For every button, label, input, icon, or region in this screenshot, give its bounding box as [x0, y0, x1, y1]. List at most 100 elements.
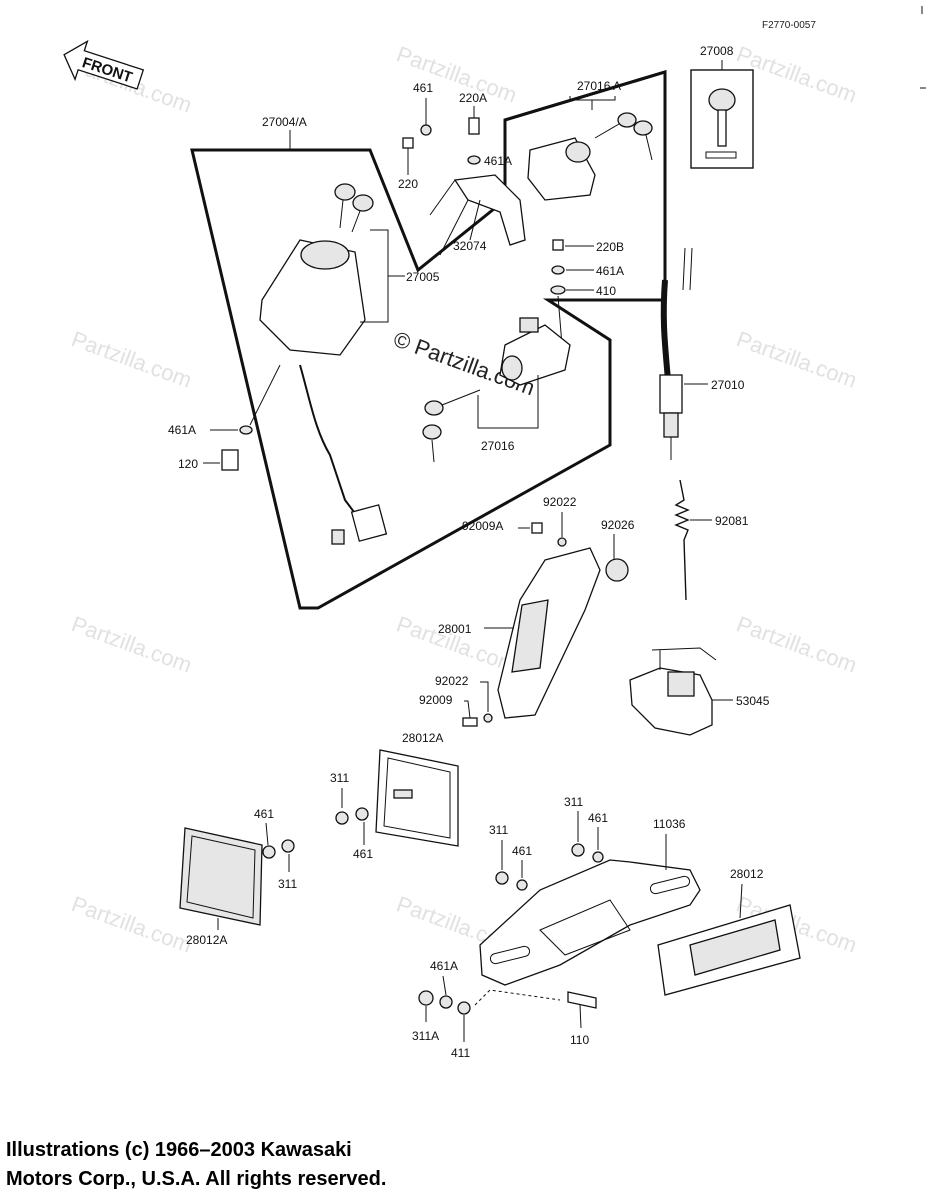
screw-120 [221, 449, 239, 471]
label-28012a-top: 28012A [402, 731, 443, 745]
label-92081: 92081 [715, 514, 749, 528]
key-tag [705, 151, 737, 159]
key-blade [717, 109, 727, 147]
reflector-bracket-28001 [497, 547, 601, 719]
switch-body [259, 239, 366, 356]
label-311-mid: 311 [330, 771, 349, 785]
nut-311-mid [335, 811, 349, 825]
bracket-window [539, 899, 631, 956]
key-icon [424, 400, 444, 416]
switch-block [667, 671, 695, 697]
label-92026: 92026 [601, 518, 635, 532]
key-blade [441, 389, 481, 406]
license-bracket-11036 [479, 859, 701, 986]
key-icon [352, 194, 374, 212]
nut-311a [418, 990, 434, 1006]
label-28001: 28001 [438, 622, 472, 636]
leader-bracket [569, 96, 616, 110]
lock-27016 [422, 317, 571, 463]
reflector-lens [511, 599, 549, 673]
washer-411 [457, 1001, 471, 1015]
bracket-slot [489, 945, 531, 965]
leader-line [557, 295, 563, 346]
switch-27010 [659, 247, 693, 460]
label-461-r2: 461 [512, 844, 532, 858]
arrow-shape [63, 39, 145, 90]
label-311a: 311A [412, 1029, 439, 1043]
label-27016: 27016 [481, 439, 515, 453]
label-461-mid: 461 [353, 847, 373, 861]
label-11036: 11036 [653, 817, 686, 831]
assembly-outline-27016a [503, 69, 667, 302]
bracket-slot [649, 875, 691, 895]
washer-461a-mid [551, 265, 565, 275]
reflector-body [179, 827, 263, 926]
watermark: Partzilla.com [393, 41, 520, 108]
lock-tab [519, 317, 539, 333]
watermark: Partzilla.com [68, 326, 195, 393]
reflector-stud [393, 789, 413, 799]
key-blade [339, 199, 344, 229]
washer-461a-top [467, 155, 481, 165]
copyright-line-1: Illustrations (c) 1966–2003 Kawasaki [6, 1139, 352, 1161]
switch-connector [350, 504, 388, 542]
label-27008: 27008 [700, 44, 734, 58]
label-220b: 220B [596, 240, 624, 254]
label-311-r1: 311 [564, 795, 583, 809]
key-blank-27008 [690, 60, 754, 169]
label-220a: 220A [459, 91, 487, 105]
reflector-lens [689, 919, 781, 976]
bolt-220b [552, 239, 564, 251]
label-27010: 27010 [711, 378, 745, 392]
label-411: 411 [451, 1046, 470, 1060]
leader-bracket-27016 [477, 375, 539, 429]
washer-92022 [557, 537, 567, 547]
switch-stem [663, 412, 679, 438]
reflector-body [375, 749, 459, 847]
leader-line [739, 883, 743, 919]
watermark: Partzilla.com [68, 611, 195, 678]
reflector-28012a-bot [179, 827, 263, 926]
diagram-code: F2770-0057 [762, 20, 816, 31]
label-220: 220 [398, 177, 418, 191]
bracket-32074 [453, 174, 526, 246]
leader-line [442, 975, 447, 996]
label-461a-mid: 461A [596, 264, 624, 278]
bolt-92009 [462, 717, 478, 727]
label-461a-top: 461A [484, 154, 512, 168]
label-92009a: 92009A [462, 519, 503, 533]
reflector-28012 [657, 904, 801, 996]
ignition-switch-27005 [259, 183, 388, 545]
copyright-line-2: Motors Corp., U.S.A. All rights reserved… [6, 1168, 387, 1190]
switch-body [659, 374, 683, 414]
label-461-top: 461 [413, 81, 433, 95]
spring-92081 [674, 479, 690, 601]
label-461a-left: 461A [168, 423, 196, 437]
leader-line [579, 1004, 582, 1029]
leader-line [464, 700, 471, 719]
label-461-r1: 461 [588, 811, 608, 825]
label-27005: 27005 [406, 270, 440, 284]
label-461-left: 461 [254, 807, 274, 821]
leader-line [480, 681, 489, 712]
key-blade [645, 134, 653, 161]
switch-53045 [629, 647, 717, 736]
switch-wire [660, 279, 671, 381]
label-27004a: 27004/A [262, 115, 307, 129]
key-head [708, 88, 736, 112]
switch-cylinder [300, 240, 350, 270]
label-120: 120 [178, 457, 198, 471]
leader-bracket-27005 [360, 229, 389, 323]
washer-461-left [262, 845, 276, 859]
nut-311-r2 [495, 871, 509, 885]
switch-bracket [651, 647, 717, 670]
bolt-220a [468, 117, 480, 135]
label-110: 110 [570, 1033, 589, 1047]
nut-311-r1 [571, 843, 585, 857]
washer-461a-bot [439, 995, 453, 1009]
key-icon [334, 183, 356, 201]
bracket-body [497, 547, 601, 719]
bolt-92009a [531, 522, 543, 534]
label-311-r2: 311 [489, 823, 508, 837]
